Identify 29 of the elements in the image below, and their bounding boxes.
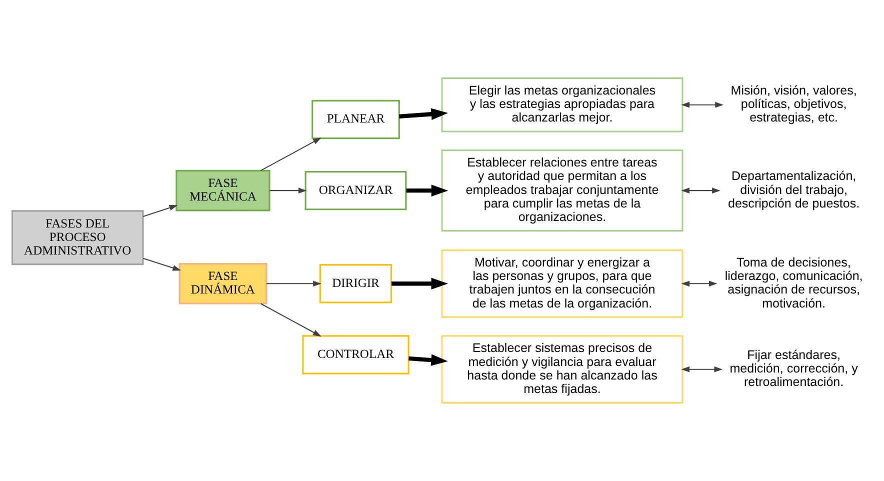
- arrow: [260, 303, 322, 337]
- arrow: [399, 108, 448, 120]
- node-text: Departamentalización, división del trabajo, descripción de puestos.: [728, 169, 860, 210]
- arrow: [143, 204, 178, 217]
- arrow: [681, 366, 723, 372]
- node-text: Fijar estándares, medición, corrección, y retroalimentación.: [730, 348, 858, 390]
- node-box: FASES DEL PROCESO ADMINISTRATIVO: [12, 210, 144, 266]
- node-box: Establecer relaciones entre tareas y autoridad que permitan a los empleados trabajar conjuntamente para cumplir las metas de la organizaciones.: [441, 150, 684, 232]
- arrow: [266, 280, 322, 287]
- node-box: Motivar, coordinar y energizar a las personas y grupos, para que trabajen juntos en la consecución de las metas de la organización.: [441, 249, 684, 318]
- arrow: [681, 280, 718, 287]
- node-box: FASE MECÁNICA: [176, 170, 270, 212]
- node-text: Toma de decisiones, liderazgo, comunicación, asignación de recursos, motivación.: [724, 255, 863, 310]
- arrow: [143, 258, 182, 271]
- arrow: [406, 184, 448, 196]
- node-box: DIRIGIR: [319, 264, 392, 304]
- arrow: [270, 188, 307, 194]
- node-text: Misión, visión, valores, políticas, objetivos, estrategias, etc.: [730, 83, 857, 125]
- node-box: FASE DINÁMICA: [178, 262, 268, 304]
- node-box: Elegir las metas organizacionales y las estrategias apropiadas para alcanzarlas mejor.: [441, 77, 684, 132]
- node-box: Establecer sistemas precisos de medición y vigilancia para evaluar hasta donde se han alcanzado las metas fijadas.: [441, 335, 684, 404]
- arrow: [408, 354, 448, 366]
- arrow: [391, 278, 448, 290]
- arrow: [681, 188, 720, 194]
- arrow: [681, 102, 724, 108]
- node-box: CONTROLAR: [302, 335, 410, 374]
- node-box: ORGANIZAR: [304, 170, 407, 210]
- node-box: PLANEAR: [312, 100, 400, 140]
- arrow: [260, 138, 322, 172]
